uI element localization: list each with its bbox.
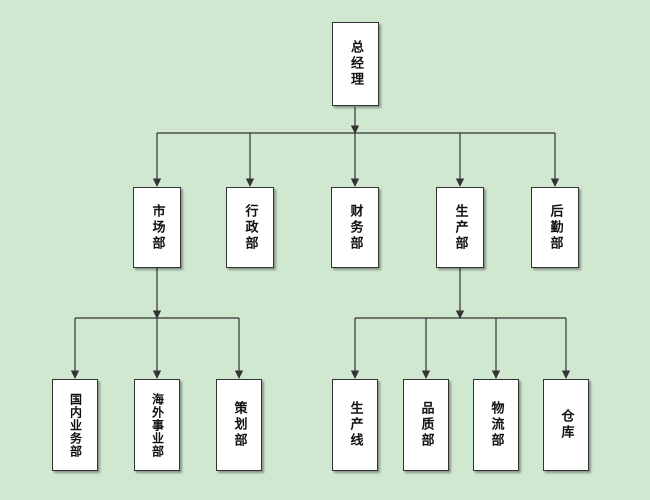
node-label: 仓库 xyxy=(558,409,574,441)
node-label: 行政部 xyxy=(242,203,258,252)
node-label: 财务部 xyxy=(347,203,363,252)
node-label: 国内业务部 xyxy=(68,392,83,458)
node-admin-dept: 行政部 xyxy=(226,187,274,268)
node-label: 生产部 xyxy=(452,203,468,252)
node-domestic-business: 国内业务部 xyxy=(52,379,98,471)
node-label: 市场部 xyxy=(149,203,165,252)
node-label: 后勤部 xyxy=(547,203,563,252)
node-logistics-support-dept: 后勤部 xyxy=(531,187,579,268)
node-market-dept: 市场部 xyxy=(133,187,181,268)
node-logistics-dept: 物流部 xyxy=(473,379,519,471)
node-label: 海外事业部 xyxy=(150,392,165,458)
node-label: 品质部 xyxy=(418,401,434,449)
node-label: 物流部 xyxy=(488,401,504,449)
node-label: 总经理 xyxy=(348,40,363,88)
node-production-line: 生产线 xyxy=(332,379,378,471)
node-production-dept: 生产部 xyxy=(436,187,484,268)
node-finance-dept: 财务部 xyxy=(331,187,379,268)
node-warehouse: 仓库 xyxy=(543,379,589,471)
node-planning-dept: 策划部 xyxy=(216,379,262,471)
node-overseas-business: 海外事业部 xyxy=(134,379,180,471)
node-label: 策划部 xyxy=(231,401,247,449)
node-general-manager: 总经理 xyxy=(332,22,379,106)
node-quality-dept: 品质部 xyxy=(403,379,449,471)
node-label: 生产线 xyxy=(347,401,363,449)
